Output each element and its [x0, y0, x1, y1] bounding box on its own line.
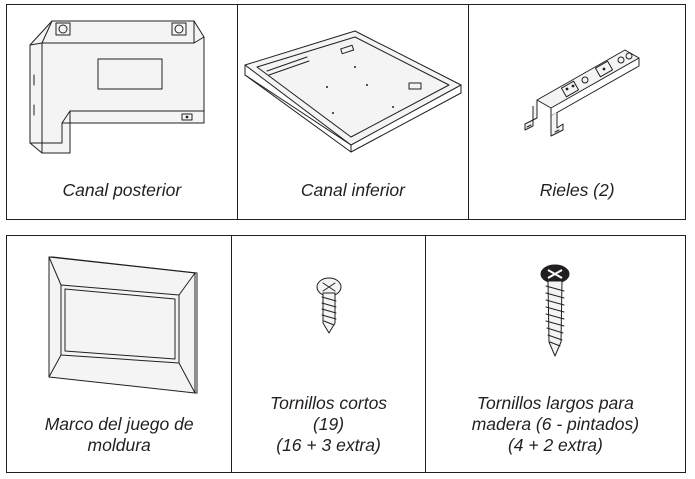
caption-line: Tornillos cortos — [270, 393, 388, 413]
part-caption: Marco del juego de moldura — [7, 414, 231, 456]
part-caption: Tornillos largos para madera (6 - pintad… — [426, 393, 685, 456]
trim-frame-icon — [7, 250, 231, 400]
caption-line: Canal inferior — [300, 180, 405, 200]
caption-line: (16 + 3 extra) — [276, 435, 381, 455]
caption-line: Tornillos largos para — [476, 393, 634, 413]
caption-line: moldura — [87, 435, 151, 455]
caption-line: Rieles (2) — [539, 180, 615, 200]
part-caption: Canal posterior — [7, 180, 237, 201]
part-caption: Tornillos cortos (19) (16 + 3 extra) — [232, 393, 424, 456]
parts-table-bottom: Marco del juego de moldura Tornillos cor… — [5, 235, 687, 473]
part-cell-long-screws: Tornillos largos para madera (6 - pintad… — [424, 235, 687, 473]
parts-table-top: Canal posterior — [6, 4, 686, 220]
part-cell-bottom-channel: Canal inferior — [236, 4, 470, 220]
part-cell-short-screws: Tornillos cortos (19) (16 + 3 extra) — [231, 235, 426, 473]
part-cell-trim-frame: Marco del juego de moldura — [5, 235, 233, 473]
part-cell-back-channel: Canal posterior — [6, 4, 238, 220]
caption-line: Marco del juego de — [44, 414, 194, 434]
caption-line: Canal posterior — [62, 180, 182, 200]
caption-line: madera (6 - pintados) — [471, 414, 640, 434]
part-caption: Canal inferior — [238, 180, 469, 201]
bottom-channel-icon — [238, 19, 469, 159]
back-channel-icon — [7, 15, 237, 165]
long-wood-screw-icon — [426, 260, 685, 360]
caption-line: (4 + 2 extra) — [507, 435, 603, 455]
caption-line: (19) — [312, 414, 345, 434]
part-cell-rails: Rieles (2) — [468, 4, 686, 220]
rail-icon — [469, 19, 685, 159]
short-screw-icon — [232, 266, 424, 346]
part-caption: Rieles (2) — [469, 180, 685, 201]
